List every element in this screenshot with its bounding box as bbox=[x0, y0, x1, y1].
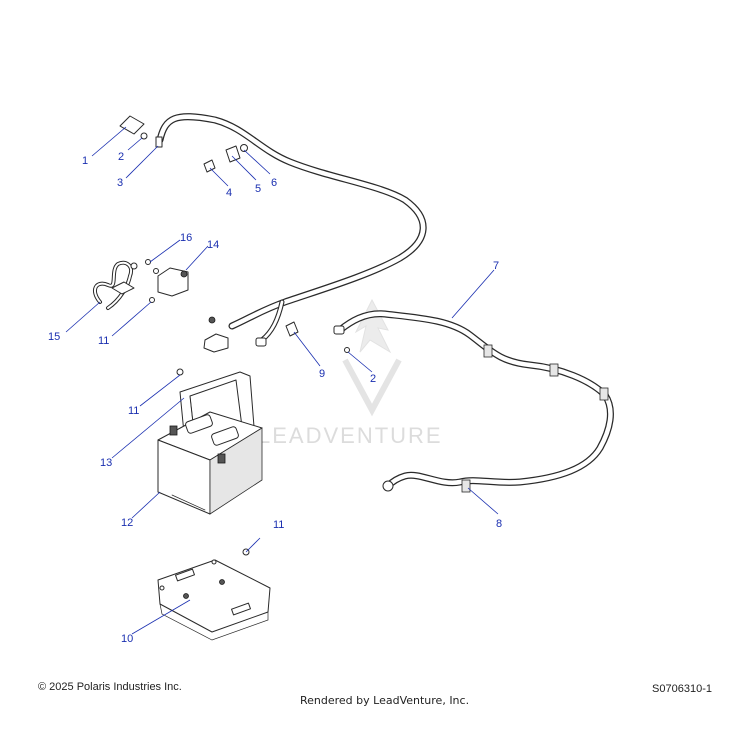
nut-6 bbox=[240, 144, 248, 152]
callout-15: 15 bbox=[48, 331, 60, 343]
callout-5: 5 bbox=[255, 183, 261, 195]
leadventure-watermark: LEADVENTURE bbox=[258, 298, 443, 448]
cable-end-fitting bbox=[155, 136, 163, 148]
callout-14: 14 bbox=[207, 239, 219, 251]
tray-stud bbox=[219, 579, 225, 585]
battery-terminal bbox=[169, 425, 178, 436]
terminal-nut bbox=[208, 316, 216, 324]
nut-small bbox=[140, 132, 148, 140]
solenoid-terminal bbox=[180, 270, 188, 278]
battery bbox=[157, 411, 263, 515]
rendered-by-text: Rendered by LeadVenture, Inc. bbox=[300, 694, 470, 707]
callout-13: 13 bbox=[100, 457, 112, 469]
watermark-text: LEADVENTURE bbox=[258, 423, 443, 448]
nut-2b bbox=[344, 347, 350, 353]
tray-hole bbox=[159, 585, 165, 591]
callouts: 1 2 3 4 5 6 7 8 9 2 10 11 11 11 12 13 14… bbox=[48, 151, 502, 645]
tray-slot bbox=[175, 568, 195, 582]
tray-stud bbox=[183, 593, 189, 599]
callout-6: 6 bbox=[271, 177, 277, 189]
callout-9: 9 bbox=[319, 368, 325, 380]
callout-2: 2 bbox=[118, 151, 124, 163]
bolt-4 bbox=[203, 159, 216, 173]
bolt-9 bbox=[285, 321, 299, 337]
callout-3: 3 bbox=[117, 177, 123, 189]
harness-grommet bbox=[130, 262, 138, 270]
clamp-hardware bbox=[203, 144, 248, 173]
bolt-11b bbox=[176, 368, 184, 376]
copyright-text: © 2025 Polaris Industries Inc. bbox=[38, 681, 182, 693]
terminal-clamp bbox=[203, 333, 229, 353]
callout-4: 4 bbox=[226, 187, 232, 199]
tray-slot bbox=[231, 602, 251, 616]
cable-clip bbox=[599, 387, 609, 401]
callout-8: 8 bbox=[496, 518, 502, 530]
callout-11b: 11 bbox=[128, 405, 139, 417]
battery-terminal bbox=[217, 453, 226, 464]
nut-16 bbox=[145, 259, 151, 265]
washer-16 bbox=[153, 268, 159, 274]
main-battery-cable bbox=[155, 113, 427, 353]
callout-11a: 11 bbox=[98, 335, 109, 347]
drawing-id: S0706310-1 bbox=[652, 683, 712, 695]
callout-12: 12 bbox=[121, 517, 133, 529]
harness-connector bbox=[111, 281, 135, 295]
solenoid-14 bbox=[157, 267, 189, 297]
clamp-5 bbox=[225, 145, 241, 163]
bolt-11a bbox=[149, 297, 155, 303]
leader-lines bbox=[65, 126, 499, 635]
battery-cap bbox=[211, 426, 239, 446]
callout-16: 16 bbox=[180, 232, 192, 244]
cable-clip bbox=[549, 363, 559, 377]
cable-clip bbox=[461, 479, 471, 493]
harness-assembly bbox=[92, 259, 189, 310]
cable-clip bbox=[483, 344, 493, 358]
bracket-plate bbox=[119, 115, 145, 135]
callout-11c: 11 bbox=[273, 519, 284, 531]
callout-7: 7 bbox=[493, 260, 499, 272]
callout-2b: 2 bbox=[370, 373, 376, 385]
callout-1: 1 bbox=[82, 155, 88, 167]
cable-end-fitting bbox=[333, 325, 345, 335]
battery-cap bbox=[185, 414, 213, 434]
ground-cable bbox=[333, 310, 614, 493]
callout-10: 10 bbox=[121, 633, 133, 645]
battery-tray bbox=[157, 559, 271, 641]
ring-terminal bbox=[382, 480, 394, 492]
tray-hole bbox=[211, 559, 217, 565]
cable-end-terminal bbox=[255, 337, 267, 347]
